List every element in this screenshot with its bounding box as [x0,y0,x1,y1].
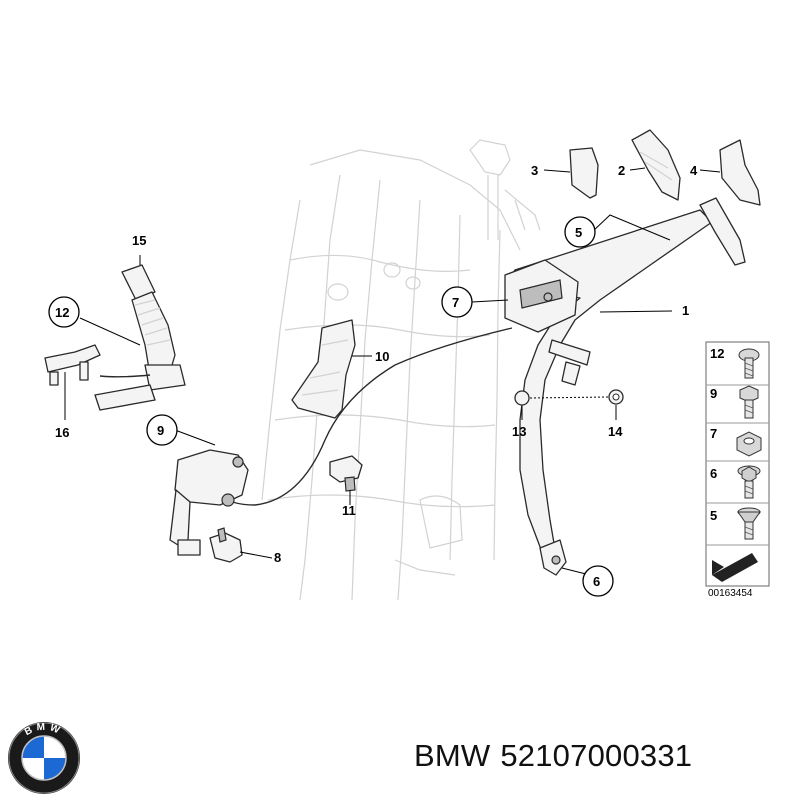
svg-text:11: 11 [342,503,356,518]
callout-9: 9 [146,414,178,446]
callout-8: 8 [274,550,281,565]
sensor-cable [221,327,513,506]
legend-row-9: 9 [710,385,759,419]
callout-3: 3 [531,163,538,178]
callout-6: 6 [582,565,614,597]
svg-text:7: 7 [452,295,459,310]
svg-text:4: 4 [690,163,698,178]
leader-lines [64,167,721,576]
callout-11: 11 [342,503,356,518]
seat-belt-webbing [504,197,746,576]
svg-text:5: 5 [575,225,582,240]
trim-cover-3 [569,147,599,199]
trim-cover-4 [719,139,761,206]
svg-text:14: 14 [608,424,623,439]
svg-text:5: 5 [710,508,717,523]
legend-row-12: 12 [710,346,760,379]
svg-text:6: 6 [710,466,717,481]
hex-bolt-icon [739,385,759,419]
svg-text:10: 10 [375,349,389,364]
svg-text:8: 8 [274,550,281,565]
brand-name: BMW [414,738,491,773]
svg-text:12: 12 [710,346,724,361]
svg-text:2: 2 [618,163,625,178]
svg-text:16: 16 [55,425,69,440]
callout-7: 7 [441,286,473,318]
callout-4: 4 [690,163,698,178]
callout-12: 12 [48,296,80,328]
svg-text:9: 9 [157,423,164,438]
legend-row-7: 7 [710,426,762,457]
cap-13 [514,390,530,406]
trim-cover-2 [631,129,681,201]
legend-row-5: 5 [710,507,761,540]
callout-1: 1 [682,303,689,318]
callout-16: 16 [55,425,69,440]
svg-text:6: 6 [593,574,600,589]
svg-text:7: 7 [710,426,717,441]
svg-text:1: 1 [682,303,689,318]
mounting-plate-10 [291,319,356,419]
part-caption: BMW 52107000331 [414,738,702,774]
belt-tensioner-9 [169,449,249,556]
hex-nut-icon [736,431,762,457]
belt-buckle-assembly [94,264,186,411]
washer-14 [608,389,624,405]
callout-15: 15 [132,233,146,248]
fastener-legend: 12 9 7 6 [705,341,770,599]
svg-text:13: 13 [512,424,526,439]
seat-frame-outline [261,139,541,601]
pan-head-screw-icon [738,348,760,379]
callout-13: 13 [512,424,526,439]
collar-bolt-icon [737,465,761,499]
legend-row-6: 6 [710,465,761,499]
callout-14: 14 [608,424,623,439]
svg-text:15: 15 [132,233,146,248]
clip-16 [44,344,101,386]
callout-2: 2 [618,163,625,178]
part-number: 52107000331 [500,738,693,773]
reference-code: 00163454 [708,588,753,599]
svg-text:3: 3 [531,163,538,178]
bmw-roundel-icon: BMW [8,722,80,794]
svg-text:12: 12 [55,305,69,320]
direction-arrow-icon [712,553,758,582]
clip-11 [329,455,363,492]
connector-8 [209,527,243,563]
leader-13-14 [529,396,609,399]
countersunk-screw-icon [737,507,761,540]
svg-text:9: 9 [710,386,717,401]
callout-10: 10 [375,349,389,364]
callout-5: 5 [564,216,596,248]
belt-guide-bracket [504,259,579,333]
